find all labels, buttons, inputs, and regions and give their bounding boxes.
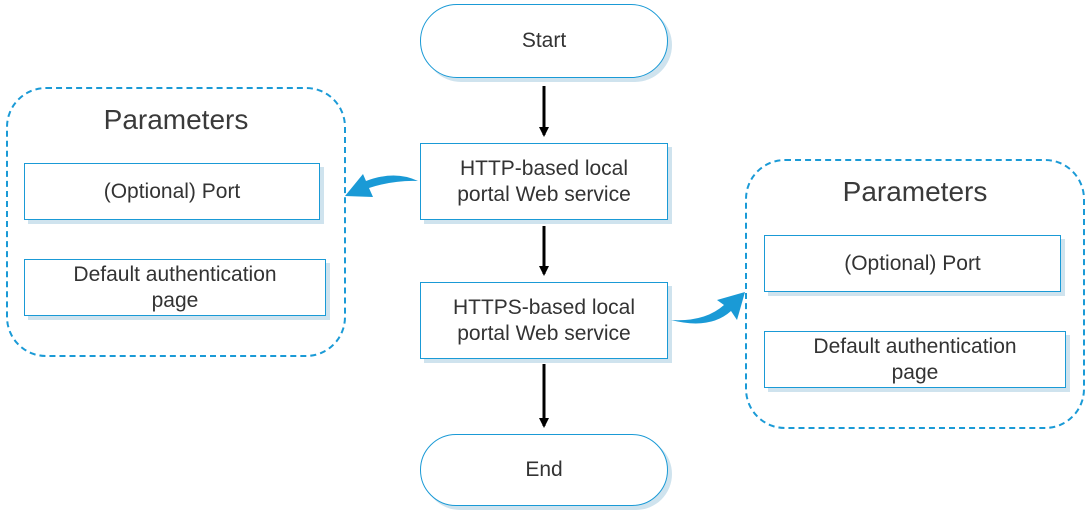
right-parameters-title: Parameters xyxy=(842,176,988,207)
left-default-auth-page-box: Default authentication page xyxy=(24,259,326,316)
start-label: Start xyxy=(521,29,567,52)
right-default-auth-page-box: Default authentication page xyxy=(764,331,1066,388)
end-label: End xyxy=(525,458,563,481)
right-parameters-group xyxy=(745,159,1085,429)
end-node: End xyxy=(420,434,668,506)
http-local-portal-node: HTTP-based local portal Web service xyxy=(420,143,668,220)
curved-arrow-to-right-parameters xyxy=(671,292,745,324)
left-parameters-title: Parameters xyxy=(103,104,249,135)
left-optional-port-label: (Optional) Port xyxy=(103,179,241,203)
curved-arrow-to-left-parameters xyxy=(345,174,418,197)
left-optional-port-box: (Optional) Port xyxy=(24,163,320,220)
right-optional-port-box: (Optional) Port xyxy=(764,235,1061,292)
http-local-portal-label: HTTP-based local portal Web service xyxy=(457,156,631,206)
right-optional-port-label: (Optional) Port xyxy=(844,251,981,275)
right-default-auth-page-label: Default authentication page xyxy=(813,334,1017,384)
start-node: Start xyxy=(420,4,668,78)
left-default-auth-page-label: Default authentication page xyxy=(73,262,277,312)
https-local-portal-node: HTTPS-based local portal Web service xyxy=(420,282,668,359)
left-parameters-group xyxy=(6,87,346,357)
https-local-portal-label: HTTPS-based local portal Web service xyxy=(452,295,636,345)
